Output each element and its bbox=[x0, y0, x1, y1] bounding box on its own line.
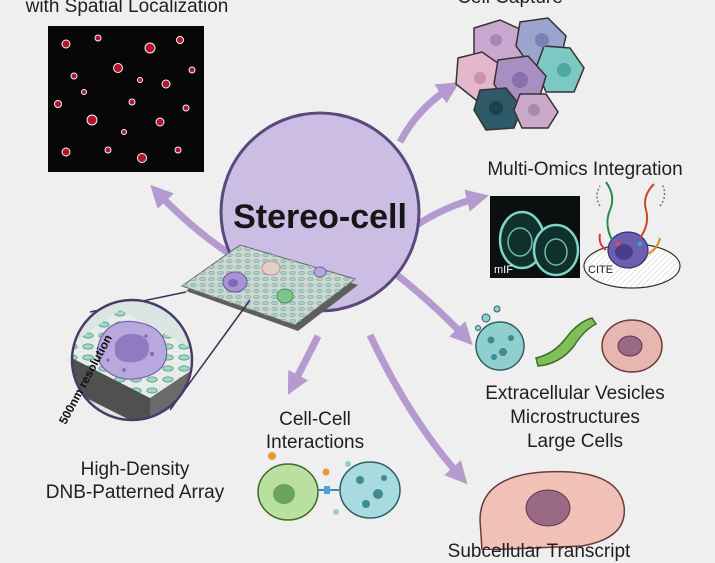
arrow-to-multi-omics bbox=[410, 189, 489, 231]
dnb-chip bbox=[180, 244, 358, 331]
subcellular-label: Subcellular Transcript bbox=[447, 541, 631, 562]
cite-tag: CITE bbox=[588, 264, 614, 276]
chip-cell-green bbox=[276, 288, 294, 304]
interactions-label-2: Interactions bbox=[265, 432, 365, 453]
microstructure bbox=[535, 317, 598, 367]
arrow-to-vesicles bbox=[385, 265, 473, 346]
mif-image bbox=[490, 196, 580, 278]
center-title: Stereo-cell bbox=[233, 198, 407, 236]
localization-label: with Spatial Localization bbox=[25, 0, 229, 17]
interactions-label-1: Cell-Cell bbox=[279, 409, 351, 430]
cite-illustration bbox=[583, 181, 681, 289]
vesicles-label-1: Extracellular Vesicles bbox=[485, 383, 665, 404]
arrow-to-subcellular bbox=[366, 333, 468, 485]
interaction-cells bbox=[257, 452, 401, 521]
vesicle-row bbox=[475, 305, 663, 373]
array-label-2: DNB-Patterned Array bbox=[45, 482, 225, 503]
magnifier bbox=[70, 298, 194, 422]
arrow-to-interactions bbox=[287, 334, 322, 395]
arrow-to-localization bbox=[150, 184, 238, 261]
mif-tag: mIF bbox=[494, 264, 513, 276]
cell-capture-label: Cell Capture bbox=[430, 0, 590, 9]
multi-omics-label: Multi-Omics Integration bbox=[487, 159, 683, 180]
localization-image bbox=[48, 26, 204, 172]
vesicles-label-2: Microstructures bbox=[510, 407, 640, 428]
chip-cell-pink bbox=[261, 260, 281, 276]
subcellular-cell bbox=[479, 470, 626, 551]
arrow-to-cell-capture bbox=[396, 82, 460, 144]
diagram-canvas: with Spatial Localization Cell Capture M… bbox=[25, 0, 683, 562]
cell-capture-cluster bbox=[455, 17, 585, 131]
diagram-svg bbox=[48, 17, 681, 551]
vesicles-label-3: Large Cells bbox=[526, 431, 624, 452]
array-label-1: High-Density bbox=[80, 459, 190, 480]
chip-cell-violet bbox=[313, 266, 327, 278]
